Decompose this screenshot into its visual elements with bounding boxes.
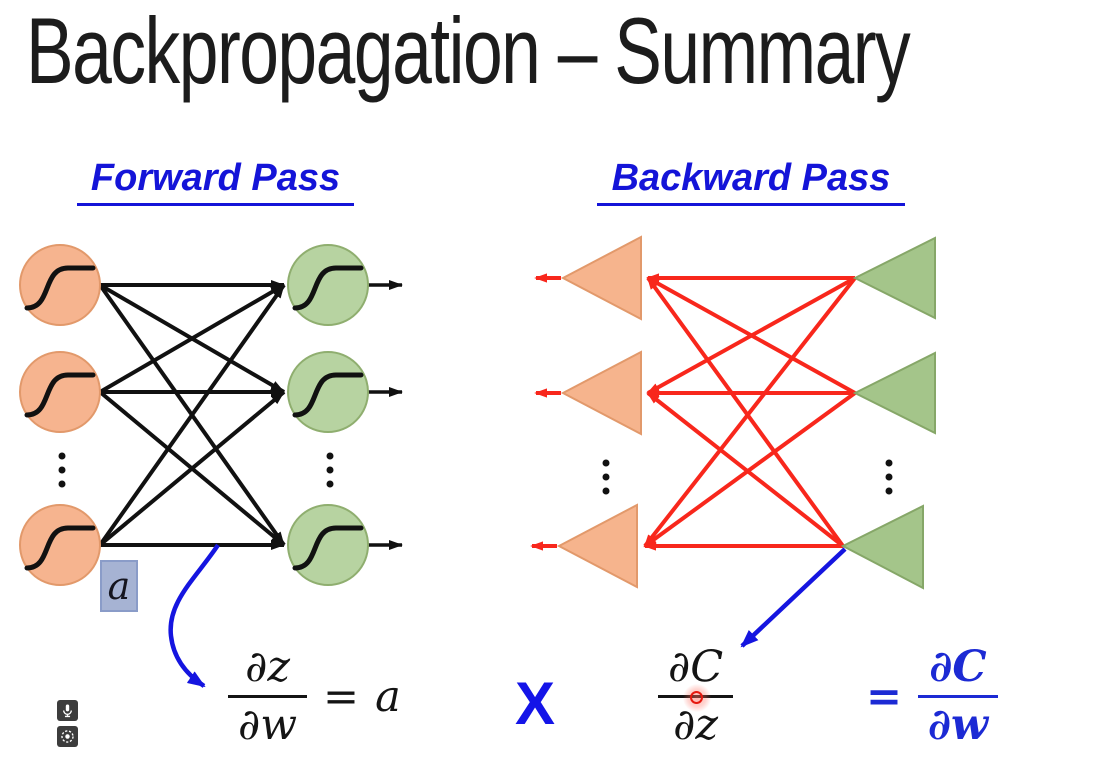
- forward-equation: ∂z ∂w = a: [228, 646, 401, 747]
- backward-annotation-arrow: [740, 547, 847, 648]
- backward-output-arrows: [530, 273, 561, 551]
- output-neurons: [287, 244, 369, 586]
- sigmoid-curve: [24, 525, 96, 571]
- sigmoid-curve: [292, 372, 364, 418]
- sigmoid-curve: [292, 265, 364, 311]
- microphone-icon: [62, 704, 73, 718]
- result-equation: = ∂C ∂w: [866, 642, 999, 747]
- backward-ellipsis-dots: [602, 459, 893, 495]
- forward-weight-lines: [98, 280, 286, 550]
- sigmoid-curve: [24, 372, 96, 418]
- annotation-arrows: [168, 543, 847, 688]
- denominator: ∂w: [918, 695, 999, 747]
- numerator: ∂C: [668, 642, 724, 692]
- activation-label-box: a: [100, 560, 138, 612]
- equals-sign: =: [866, 671, 903, 722]
- denominator: ∂w: [228, 695, 308, 747]
- forward-network: [19, 244, 403, 586]
- input-neurons: [19, 244, 101, 586]
- record-icon: [61, 730, 74, 743]
- forward-ellipsis-dots: [58, 452, 334, 488]
- backward-right-triangles: [840, 236, 936, 590]
- equation-rhs: a: [375, 671, 401, 722]
- dC-dw-fraction: ∂C ∂w: [918, 642, 999, 747]
- backward-pass-heading: Backward Pass: [597, 156, 905, 206]
- forward-annotation-arrow: [168, 543, 220, 688]
- backward-left-triangles: [556, 235, 642, 589]
- multiply-symbol: X: [515, 670, 556, 737]
- equals-sign: =: [323, 671, 360, 722]
- slide-title: Backpropagation – Summary: [26, 0, 911, 103]
- forward-output-arrows: [368, 280, 403, 550]
- dz-dw-fraction: ∂z ∂w: [228, 642, 308, 747]
- forward-pass-heading: Forward Pass: [77, 156, 354, 206]
- microphone-button[interactable]: [57, 700, 78, 721]
- record-button[interactable]: [57, 726, 78, 747]
- numerator: ∂C: [929, 642, 987, 692]
- activation-label: a: [107, 564, 131, 608]
- sigmoid-curve: [24, 265, 96, 311]
- laser-pointer-dot: [683, 684, 711, 712]
- sigmoid-curve: [292, 525, 364, 571]
- numerator: ∂z: [245, 642, 290, 692]
- backward-weight-lines: [643, 273, 857, 551]
- backward-network: [530, 235, 936, 590]
